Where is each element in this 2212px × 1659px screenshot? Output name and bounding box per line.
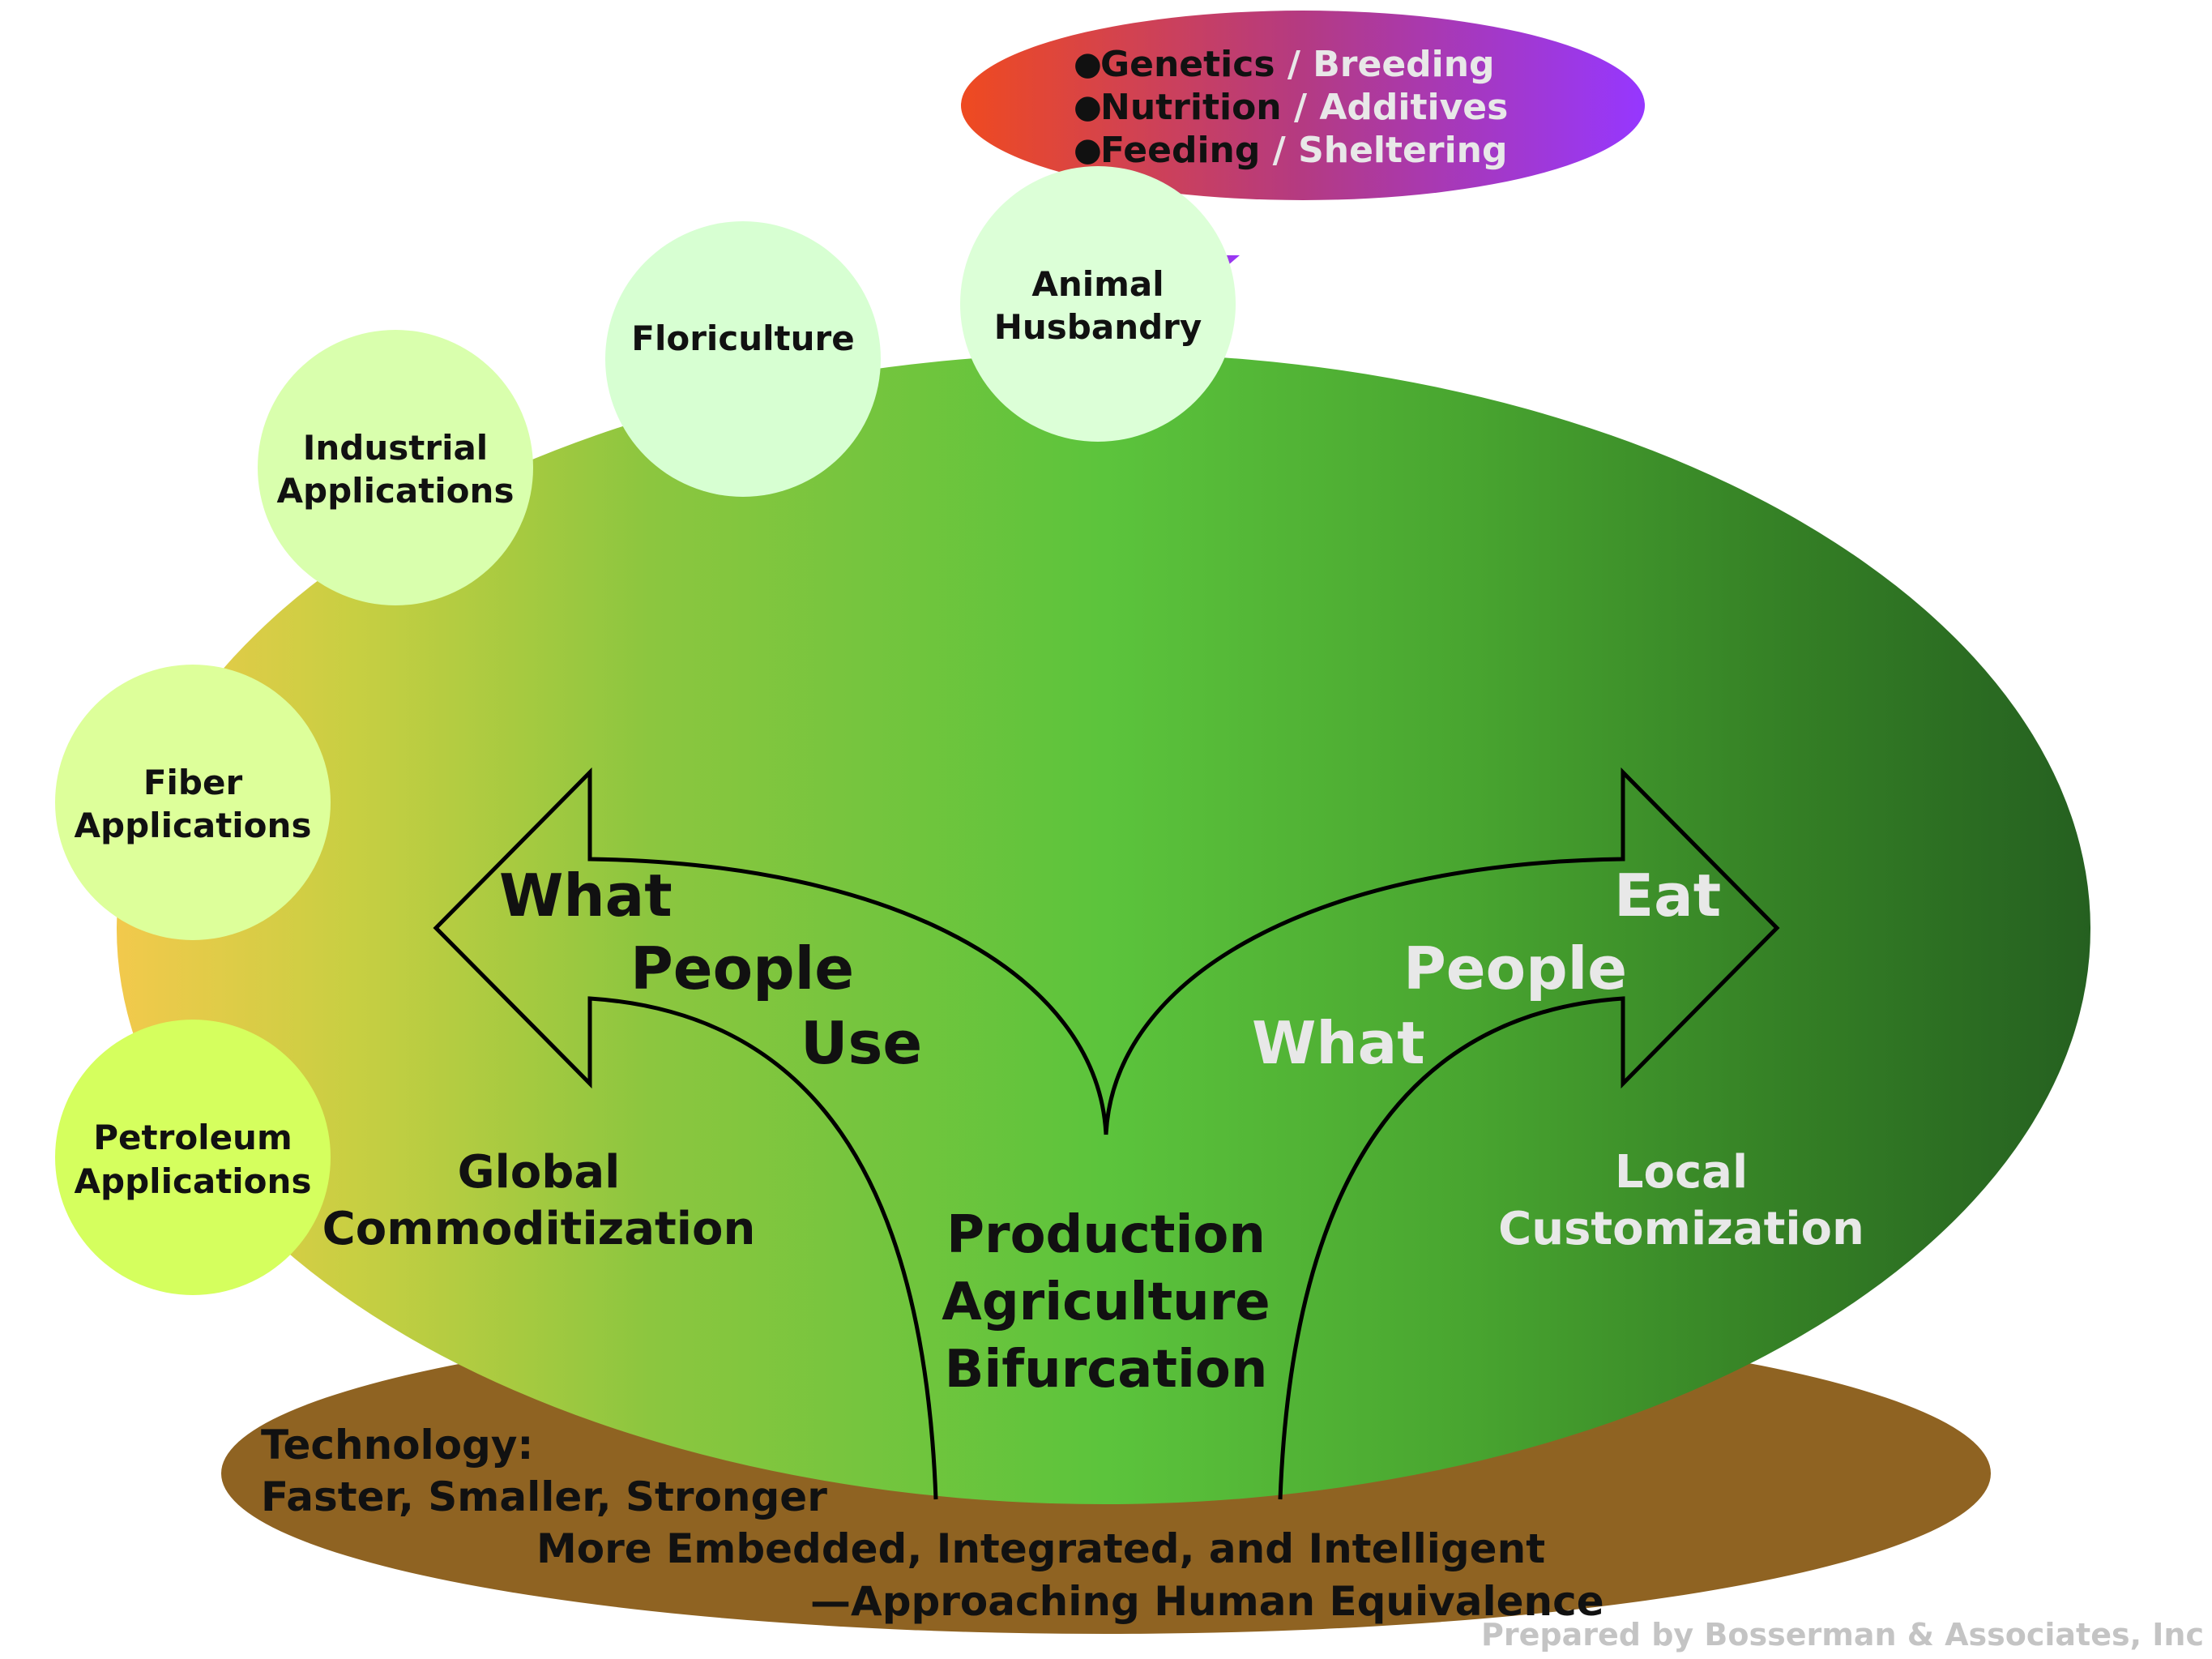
global-commoditization-line1: Global xyxy=(458,1146,621,1199)
circle-fiber-line1: Fiber xyxy=(143,763,243,802)
speech-bubble-shape xyxy=(961,11,1645,200)
bubble-item-1-light: Additives xyxy=(1319,87,1508,128)
bubble-item-2: ● Feeding / Sheltering xyxy=(1074,130,1508,171)
bubble-item-0-light: Breeding xyxy=(1313,44,1494,85)
bubble-item-0-sep: / xyxy=(1275,44,1313,85)
svg-text:Nutrition / Additives: Nutrition / Additives xyxy=(1100,87,1508,128)
left-arrow-outline xyxy=(433,767,1108,1500)
svg-text:Genetics / Breeding: Genetics / Breeding xyxy=(1100,44,1495,85)
technology-line4: —Approaching Human Equivalence xyxy=(810,1578,1604,1625)
bubble-bullet-1: ● xyxy=(1074,88,1102,126)
technology-line2: Faster, Smaller, Stronger xyxy=(261,1473,827,1520)
center-title-line1: Production xyxy=(946,1205,1266,1265)
svg-text:Feeding / Sheltering: Feeding / Sheltering xyxy=(1100,130,1508,171)
credit-text: Prepared by Bosserman & Associates, Inc xyxy=(1481,1617,2204,1653)
bubble-item-2-dark: Feeding xyxy=(1100,130,1260,171)
circle-animal-line2: Husbandry xyxy=(994,307,1202,347)
circle-animal-shape xyxy=(960,166,1236,442)
circle-fiber-line2: Applications xyxy=(75,806,312,845)
left-arrow-label-use: Use xyxy=(801,1009,922,1077)
circle-animal-husbandry: Animal Husbandry xyxy=(960,166,1236,442)
technology-line1: Technology: xyxy=(261,1422,533,1469)
circle-industrial-line2: Applications xyxy=(277,471,515,511)
right-arrow-label-what: What xyxy=(1252,1009,1425,1077)
left-arrow-label-people: People xyxy=(630,934,854,1003)
circle-industrial: Industrial Applications xyxy=(258,330,533,605)
technology-line3: More Embedded, Integrated, and Intellige… xyxy=(536,1525,1545,1572)
circle-animal-line1: Animal xyxy=(1031,264,1164,304)
right-arrow-label-eat: Eat xyxy=(1614,862,1721,930)
bubble-item-2-sep: / xyxy=(1260,130,1298,171)
circle-petroleum-line1: Petroleum xyxy=(93,1118,292,1157)
circle-petroleum-shape xyxy=(55,1020,331,1295)
circle-petroleum: Petroleum Applications xyxy=(55,1020,331,1295)
right-arrow-label-people: People xyxy=(1403,934,1627,1003)
speech-bubble: ● Genetics / Breeding ● Nutrition / Addi… xyxy=(961,11,1645,328)
circle-floriculture-line1: Floriculture xyxy=(631,319,854,358)
circle-floriculture-shape xyxy=(605,221,881,497)
bubble-item-1-dark: Nutrition xyxy=(1100,87,1282,128)
circle-industrial-shape xyxy=(258,330,533,605)
agriculture-main-ellipse xyxy=(117,353,2090,1504)
right-arrow-outline xyxy=(1104,767,1780,1500)
bifurcation-arrows xyxy=(433,767,1780,1500)
local-customization-line1: Local xyxy=(1615,1146,1748,1199)
circle-fiber: Fiber Applications xyxy=(55,665,331,940)
circle-floriculture: Floriculture xyxy=(605,221,881,497)
bubble-item-1: ● Nutrition / Additives xyxy=(1074,87,1508,128)
circle-fiber-shape xyxy=(55,665,331,940)
circle-petroleum-line2: Applications xyxy=(75,1161,312,1201)
bubble-item-1-sep: / xyxy=(1282,87,1320,128)
left-arrow-label-what: What xyxy=(499,862,673,930)
bubble-bullet-2: ● xyxy=(1074,131,1102,169)
global-commoditization-line2: Commoditization xyxy=(322,1203,756,1255)
bubble-item-0: ● Genetics / Breeding xyxy=(1074,44,1495,85)
center-title-line3: Bifurcation xyxy=(945,1340,1268,1400)
center-title-line2: Agriculture xyxy=(942,1272,1270,1332)
bubble-item-0-dark: Genetics xyxy=(1100,44,1275,85)
bubble-item-2-light: Sheltering xyxy=(1298,130,1507,171)
bubble-bullet-0: ● xyxy=(1074,45,1102,83)
local-customization-line2: Customization xyxy=(1498,1203,1864,1255)
circle-industrial-line1: Industrial xyxy=(303,428,488,468)
